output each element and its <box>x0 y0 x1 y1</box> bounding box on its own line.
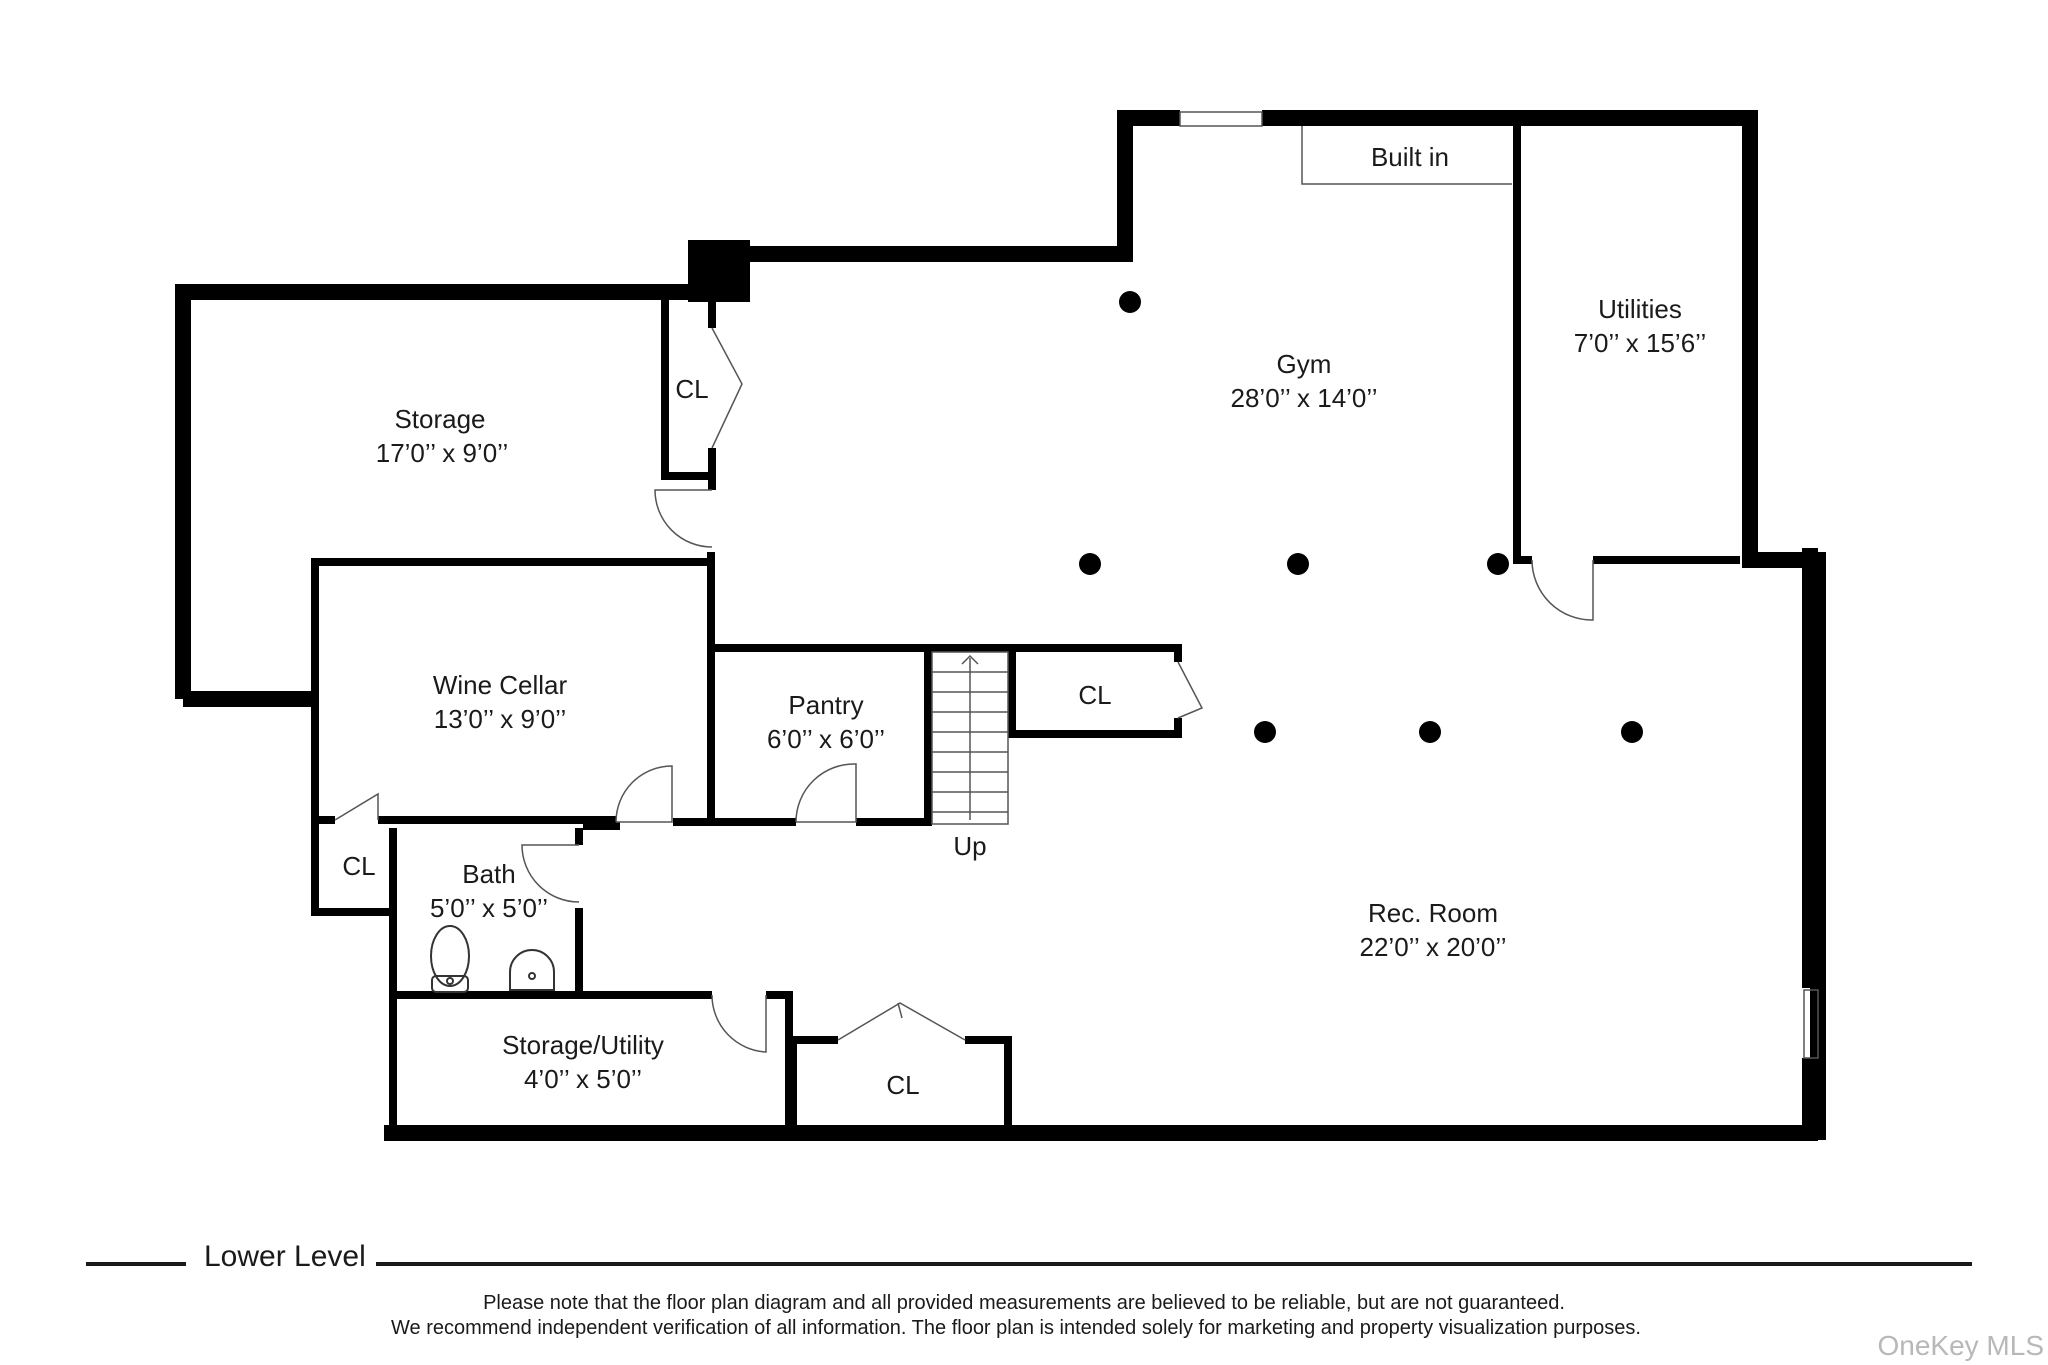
wine-cellar-wall <box>673 552 715 826</box>
stairs-label: Up <box>953 831 986 861</box>
closet-label-storage: CL <box>675 374 708 404</box>
closet-label-bottom: CL <box>886 1070 919 1100</box>
rec-room-name: Rec. Room <box>1368 898 1498 928</box>
column-dot <box>1079 553 1101 575</box>
stairs <box>931 651 1009 825</box>
pantry-door-arc <box>795 763 857 823</box>
cl-wine-door <box>334 792 379 821</box>
storage-door-arc <box>654 489 713 548</box>
cl-stair-door <box>1177 661 1204 719</box>
pantry-dims: 6’0’’ x 6’0’’ <box>767 724 885 754</box>
room-labels: Storage 17’0’’ x 9’0’’ Gym 28’0’’ x 14’0… <box>342 142 1706 1100</box>
pantry-name: Pantry <box>788 690 863 720</box>
utilities-door-arc <box>1531 559 1594 621</box>
disclaimer-line-2: We recommend independent verification of… <box>391 1317 1641 1339</box>
utilities-dims: 7’0’’ x 15’6’’ <box>1574 328 1707 358</box>
bath-door-arc <box>521 844 580 903</box>
cl-bottom-door <box>837 1002 966 1041</box>
column-dot <box>1419 721 1441 743</box>
cl-storage-wall <box>661 300 712 480</box>
utilities-name: Utilities <box>1598 294 1682 324</box>
cl-stair-wall <box>1008 648 1182 738</box>
storage-utility-door-arc <box>711 994 767 1053</box>
storage-wall <box>175 284 690 699</box>
rec-room-dims: 22’0’’ x 20’0’’ <box>1360 932 1507 962</box>
columns <box>1079 291 1643 743</box>
gym-top-wall <box>690 110 1180 262</box>
cl-storage-door <box>711 327 743 449</box>
column-dot <box>1254 721 1276 743</box>
storage-utility-name: Storage/Utility <box>502 1030 664 1060</box>
built-in-label: Built in <box>1371 142 1449 172</box>
bath-dims: 5’0’’ x 5’0’’ <box>430 893 548 923</box>
storage-dims: 17’0’’ x 9’0’’ <box>376 438 509 468</box>
window-right <box>1803 989 1819 1059</box>
closet-label-stair: CL <box>1078 680 1111 710</box>
walls <box>175 110 1826 1141</box>
column-dot <box>1621 721 1643 743</box>
wine-door-arc <box>615 765 673 823</box>
storage-utility-right <box>766 991 793 1130</box>
column-block <box>688 240 750 302</box>
sink-icon <box>509 949 555 991</box>
wall-blocks <box>688 240 1818 988</box>
utilities-left-wall <box>1513 122 1532 564</box>
bath-name: Bath <box>462 859 516 889</box>
wine-cellar-name: Wine Cellar <box>433 670 568 700</box>
window-top <box>1179 111 1263 127</box>
watermark: OneKey MLS <box>1877 1330 2044 1361</box>
wine-cellar-dims: 13’0’’ x 9’0’’ <box>434 704 567 734</box>
column-dot <box>1287 553 1309 575</box>
toilet-icon <box>430 925 470 993</box>
built-in-outline <box>1301 126 1512 185</box>
storage-utility-dims: 4’0’’ x 5’0’’ <box>524 1064 642 1094</box>
gym-dims: 28’0’’ x 14’0’’ <box>1231 383 1378 413</box>
closet-label-wine: CL <box>342 851 375 881</box>
footer-rule-left <box>86 1262 186 1266</box>
cl-bottom-wall-right <box>965 1036 1012 1130</box>
column-dot <box>1487 553 1509 575</box>
storage-name: Storage <box>394 404 485 434</box>
pantry-wall <box>711 644 932 826</box>
rec-right-wall-upper <box>1802 548 1818 988</box>
column-dot <box>1119 291 1141 313</box>
wine-cellar-left <box>311 562 335 824</box>
gym-name: Gym <box>1277 349 1332 379</box>
disclaimer-line-1: Please note that the floor plan diagram … <box>483 1292 1565 1314</box>
footer-rule-right <box>376 1262 1972 1266</box>
level-title: Lower Level <box>198 1240 372 1274</box>
interior-walls <box>311 122 1740 1130</box>
thin-lines <box>334 111 1819 1059</box>
cl-bottom-door-tick <box>897 1002 903 1019</box>
